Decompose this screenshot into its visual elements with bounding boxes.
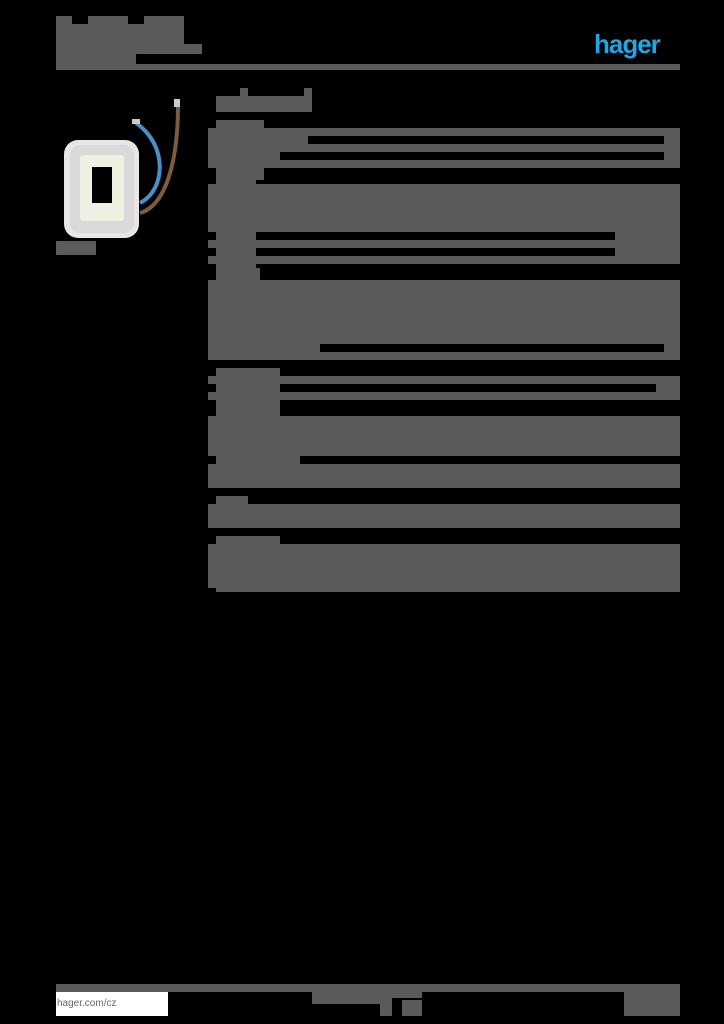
section-7-row: [216, 586, 680, 592]
section-5-row: [208, 464, 680, 488]
section-3-row: [208, 280, 680, 344]
section-5-row: [208, 416, 680, 456]
header-rule: [56, 64, 680, 70]
document-title: [56, 16, 72, 24]
section-1-row: [208, 160, 680, 168]
section-3-row: [208, 352, 680, 360]
section-2-row: [208, 256, 680, 264]
footer-page-info: [624, 990, 680, 1016]
section-heading: [240, 88, 248, 96]
section-1-row: [208, 144, 680, 152]
section-6-label: [216, 496, 248, 504]
section-6-row: [208, 504, 680, 528]
section-7-row: [208, 544, 680, 588]
footer-center-info: [402, 1000, 422, 1016]
document-title: [56, 24, 184, 44]
product-caption: [56, 241, 96, 255]
footer-rule: [56, 984, 680, 992]
section-heading: [304, 88, 312, 96]
website-link[interactable]: hager.com/cz: [56, 992, 168, 1016]
section-1-row: [208, 136, 308, 144]
section-2-row: [208, 184, 680, 232]
footer-center-info: [392, 992, 422, 998]
document-title-tail: [144, 16, 184, 24]
section-4-row: [656, 384, 680, 392]
section-4-row: [208, 392, 680, 400]
section-1-row: [208, 152, 280, 160]
wall-frame-with-wires-icon: [64, 99, 180, 238]
section-3-row: [664, 344, 680, 352]
section-heading: [216, 96, 312, 112]
product-image: [56, 95, 186, 240]
section-5-label: [216, 456, 300, 464]
footer-center-info: [312, 992, 392, 1004]
section-1-row: [664, 152, 680, 160]
section-1-row: [664, 136, 680, 144]
document-subtitle: [56, 54, 136, 64]
document-title-tail: [88, 16, 128, 24]
section-7-label: [216, 536, 280, 544]
section-2-row: [208, 240, 680, 248]
section-3-row: [208, 344, 320, 352]
document-subtitle: [56, 44, 202, 54]
hager-logo: hager: [594, 29, 661, 59]
section-1-row: [208, 128, 680, 136]
section-4-row: [208, 376, 680, 384]
footer-center-info: [380, 1004, 392, 1016]
